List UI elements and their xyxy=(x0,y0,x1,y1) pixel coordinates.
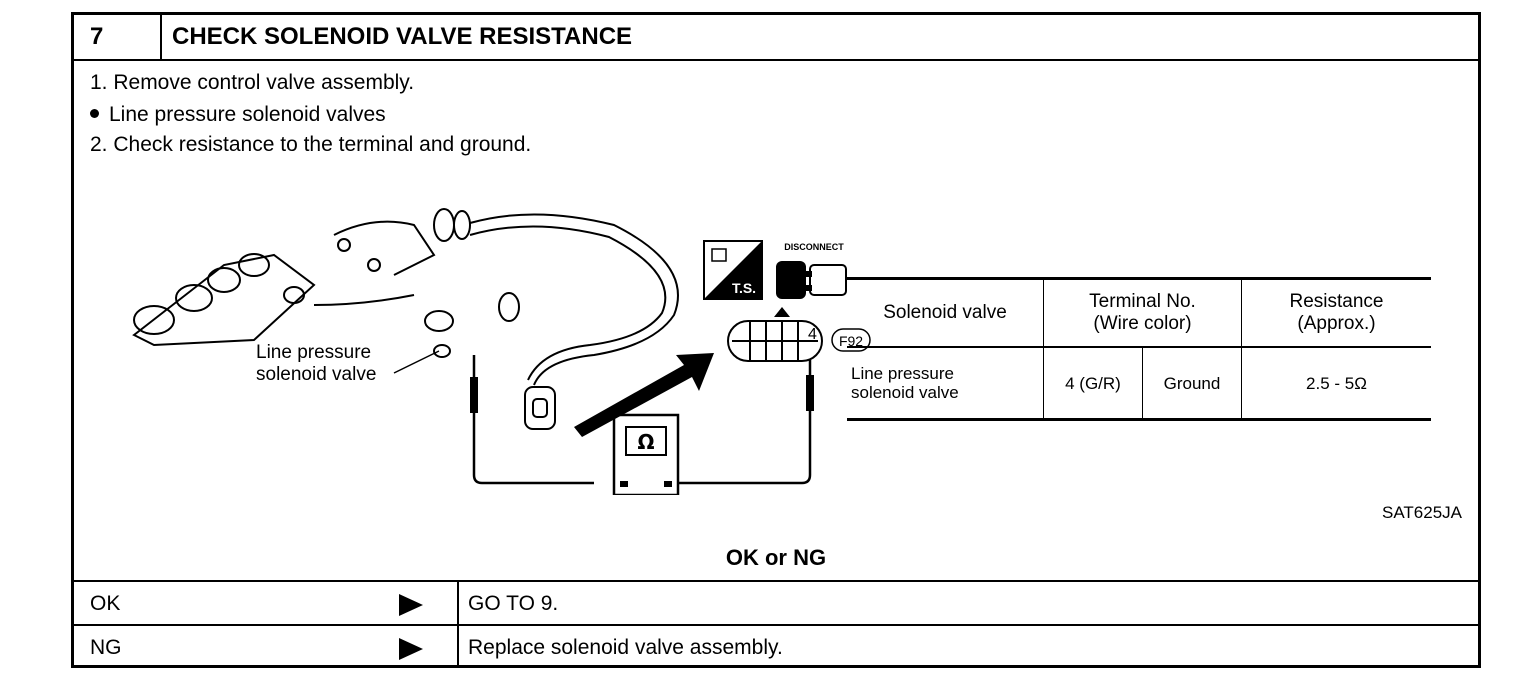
connector-face-icon xyxy=(727,320,823,362)
callout-leader-line xyxy=(393,350,440,374)
instruction-2: 2. Check resistance to the terminal and … xyxy=(90,133,532,156)
result-action: GO TO 9. xyxy=(468,592,559,615)
table-header-row: Solenoid valve Terminal No.(Wire color) … xyxy=(847,277,1431,348)
result-label: NG xyxy=(90,636,122,659)
probe-right xyxy=(806,375,814,411)
col-header-resistance: Resistance(Approx.) xyxy=(1241,277,1431,348)
control-valve-drawing xyxy=(132,208,679,430)
terminal-number: 4 xyxy=(808,326,817,343)
callout-text-2: solenoid valve xyxy=(256,364,376,385)
arrow-right-icon xyxy=(399,638,423,660)
disconnect-icon: DISCONNECT xyxy=(776,242,847,299)
connector-pointer-icon xyxy=(774,307,790,317)
arrow-right-icon xyxy=(399,594,423,616)
figure-reference: SAT625JA xyxy=(1381,503,1462,522)
disconnect-label: DISCONNECT xyxy=(784,242,844,252)
ohm-symbol: Ω xyxy=(637,430,654,454)
col-header-valve: Solenoid valve xyxy=(847,277,1044,348)
divider xyxy=(457,626,459,668)
bullet-text: Line pressure solenoid valves xyxy=(109,103,386,126)
cell-terminal: 4 (G/R) xyxy=(1043,347,1143,421)
step-title: CHECK SOLENOID VALVE RESISTANCE xyxy=(162,15,1478,61)
instruction-1: 1. Remove control valve assembly. xyxy=(90,71,415,94)
divider xyxy=(457,582,459,624)
probe-left xyxy=(470,377,478,413)
direction-arrow xyxy=(574,353,714,437)
col-header-terminal: Terminal No.(Wire color) xyxy=(1043,277,1242,348)
bullet-icon xyxy=(90,108,99,118)
solenoid-diagram: Line pressure solenoid valve Ω T.S. xyxy=(132,208,871,495)
cell-ground: Ground xyxy=(1142,347,1242,421)
instruction-bullet: Line pressure solenoid valves xyxy=(90,103,386,127)
cell-resistance: 2.5 - 5Ω xyxy=(1241,347,1431,421)
resistance-spec-table: Solenoid valve Terminal No.(Wire color) … xyxy=(847,277,1431,421)
result-row-ok: OK GO TO 9. xyxy=(74,580,1478,624)
ohmmeter-icon: Ω xyxy=(612,413,680,495)
result-prompt: OK or NG xyxy=(725,545,827,570)
step-number: 7 xyxy=(74,15,162,61)
result-action: Replace solenoid valve assembly. xyxy=(468,636,783,659)
meter-leads xyxy=(472,355,812,485)
ts-icon: T.S. xyxy=(703,240,763,300)
result-row-ng: NG Replace solenoid valve assembly. xyxy=(74,624,1478,668)
callout-text-1: Line pressure xyxy=(256,342,371,363)
ts-label: T.S. xyxy=(732,280,756,296)
inspection-step-box: 7 CHECK SOLENOID VALVE RESISTANCE 1. Rem… xyxy=(71,12,1481,668)
result-label: OK xyxy=(90,592,121,615)
